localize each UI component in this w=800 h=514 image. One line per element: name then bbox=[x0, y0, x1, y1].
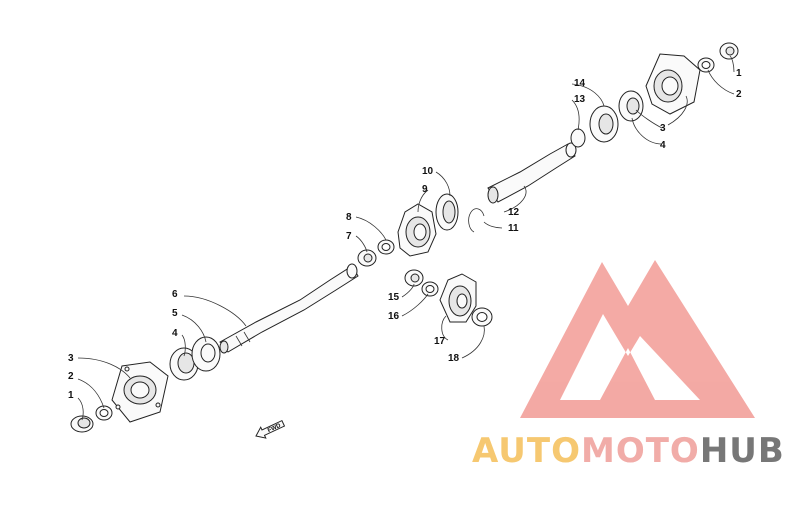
callout-6: 6 bbox=[172, 289, 178, 300]
callout-1-left: 1 bbox=[68, 390, 74, 401]
callout-1-right: 1 bbox=[736, 68, 742, 79]
callout-8: 8 bbox=[346, 212, 352, 223]
snap-ring bbox=[468, 208, 485, 233]
logo-word-hub: HUB bbox=[700, 431, 785, 471]
lower-nut bbox=[404, 269, 424, 287]
right-nut bbox=[719, 42, 739, 60]
callout-13: 13 bbox=[574, 94, 586, 105]
logo-word-auto: AUTO bbox=[472, 431, 581, 471]
right-oring bbox=[570, 128, 586, 148]
right-bearing bbox=[618, 90, 644, 122]
input-shaft bbox=[487, 142, 577, 204]
lower-washer bbox=[421, 281, 439, 297]
callout-16: 16 bbox=[388, 311, 400, 322]
left-flange bbox=[111, 361, 169, 423]
svg-text:AUTOMOTOHUB: AUTOMOTOHUB bbox=[472, 431, 785, 471]
callout-4-left: 4 bbox=[172, 328, 178, 339]
callout-18: 18 bbox=[448, 353, 460, 364]
callout-17: 17 bbox=[434, 336, 446, 347]
right-flange bbox=[645, 53, 701, 115]
shaft-washer bbox=[377, 239, 395, 255]
logo-word-moto: MOTO bbox=[581, 431, 700, 471]
callout-4-right: 4 bbox=[660, 140, 666, 151]
fwd-label: FWD bbox=[267, 423, 283, 434]
right-washer bbox=[697, 57, 715, 73]
left-seal bbox=[191, 336, 221, 372]
automotohub-logo: AUTOMOTOHUB bbox=[472, 260, 785, 471]
callout-14: 14 bbox=[574, 78, 586, 89]
callout-9: 9 bbox=[422, 184, 428, 195]
needle-bearing bbox=[435, 193, 459, 231]
left-nut bbox=[70, 415, 94, 433]
callout-12: 12 bbox=[508, 207, 520, 218]
bevel-gear bbox=[397, 203, 437, 257]
callout-15: 15 bbox=[388, 292, 400, 303]
callout-11: 11 bbox=[508, 223, 519, 234]
callout-10: 10 bbox=[422, 166, 434, 177]
pinion-gear bbox=[439, 273, 477, 323]
output-shaft bbox=[219, 263, 359, 354]
callout-3-right: 3 bbox=[660, 123, 666, 134]
pinion-washer bbox=[471, 307, 493, 327]
callout-5: 5 bbox=[172, 308, 178, 319]
left-washer bbox=[95, 405, 113, 421]
callout-2-left: 2 bbox=[68, 371, 74, 382]
logo-triangle-mark bbox=[520, 260, 755, 418]
callout-labels: 1 2 3 4 5 6 7 8 9 10 11 12 13 14 3 4 2 1… bbox=[68, 68, 742, 401]
shaft-nut bbox=[357, 249, 377, 267]
callout-7: 7 bbox=[346, 231, 352, 242]
leader-lines bbox=[77, 55, 735, 421]
callout-3-left: 3 bbox=[68, 353, 74, 364]
fwd-arrow: FWD bbox=[255, 419, 286, 439]
callout-2-right: 2 bbox=[736, 89, 742, 100]
right-seal bbox=[589, 105, 619, 143]
